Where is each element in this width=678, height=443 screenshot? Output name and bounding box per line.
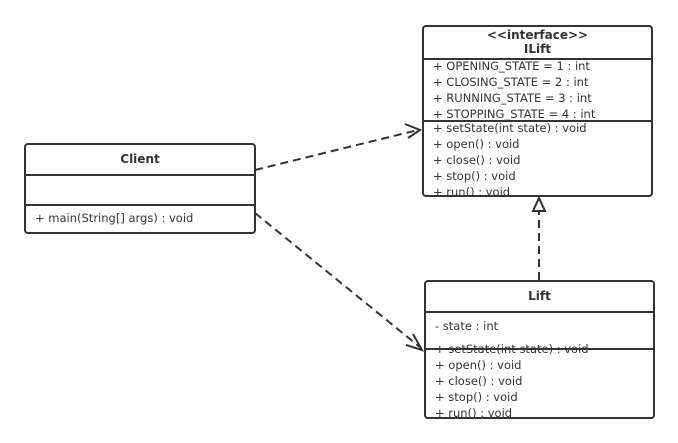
dependency-client-lift[interactable] [254, 212, 422, 349]
class-ilift[interactable]: <<interface>> ILift + OPENING_STATE = 1 … [422, 25, 653, 197]
arrowhead-hollow-triangle-icon [531, 195, 547, 212]
class-name: Lift [528, 289, 551, 303]
methods-section: + setState(int state) : void + open() : … [426, 341, 653, 417]
arrowhead-open-icon [404, 123, 423, 139]
methods-section: + setState(int state) : void + open() : … [424, 120, 651, 195]
attribute: + STOPPING_STATE = 4 : int [433, 107, 596, 121]
methods-section: + main(String[] args) : void [26, 204, 254, 232]
dependency-client-ilift[interactable] [254, 129, 419, 171]
class-name: Client [120, 152, 160, 166]
method: + run() : void [435, 406, 513, 417]
method: + main(String[] args) : void [35, 211, 194, 225]
class-lift[interactable]: Lift - state : int + setState(int state)… [424, 280, 655, 419]
method: + stop() : void [435, 390, 518, 404]
stereotype-label: <<interface>> [486, 28, 589, 42]
attribute: - state : int [435, 319, 499, 333]
attribute: + CLOSING_STATE = 2 : int [433, 75, 589, 89]
attribute: + RUNNING_STATE = 3 : int [433, 91, 592, 105]
method: + setState(int state) : void [433, 121, 587, 135]
class-client[interactable]: Client + main(String[] args) : void [24, 143, 256, 234]
method: + setState(int state) : void [435, 342, 589, 356]
method: + close() : void [435, 374, 523, 388]
method: + open() : void [433, 137, 520, 151]
attributes-section: - state : int [426, 311, 653, 350]
attributes-section [26, 174, 254, 206]
attribute: + OPENING_STATE = 1 : int [433, 59, 590, 73]
arrowhead-open-icon [405, 333, 425, 352]
method: + run() : void [433, 185, 511, 195]
method: + close() : void [433, 153, 521, 167]
method: + open() : void [435, 358, 522, 372]
method: + stop() : void [433, 169, 516, 183]
attributes-section: + OPENING_STATE = 1 : int + CLOSING_STAT… [424, 58, 651, 122]
class-name: ILift [523, 42, 552, 56]
